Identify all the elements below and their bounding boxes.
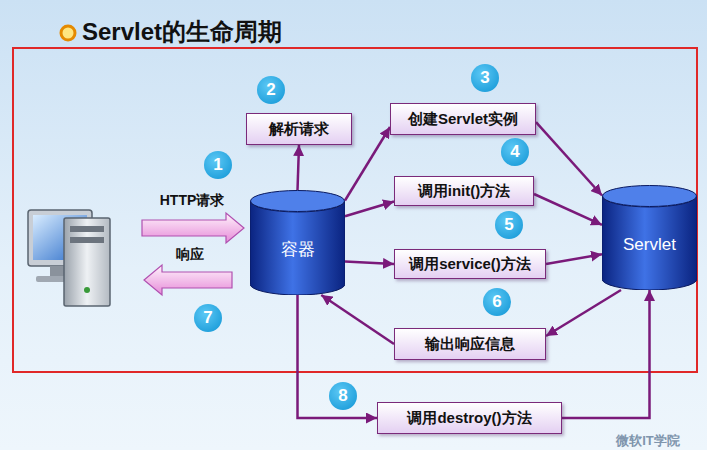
connector-arrow — [562, 290, 650, 418]
frame — [13, 48, 697, 372]
drive-slot — [70, 226, 104, 232]
box-label: 解析请求 — [269, 120, 329, 139]
connector-arrow — [534, 194, 602, 225]
cylinder-body — [602, 196, 697, 290]
callout-circle: 7 — [194, 304, 222, 332]
callout-circle: 5 — [495, 211, 523, 239]
callout-number: 2 — [266, 80, 275, 100]
callout-number: 4 — [510, 142, 519, 162]
process-box: 解析请求 — [246, 113, 352, 145]
connector-arrow — [536, 122, 602, 195]
watermark: 微软IT学院 — [616, 433, 680, 448]
process-box: 调用init()方法 — [394, 176, 534, 206]
watermark-box: 微软IT学院 — [616, 431, 680, 450]
arrow-label-box: HTTP请求 — [160, 191, 225, 210]
response-arrow — [144, 265, 232, 295]
cylinder-label: Servlet — [623, 235, 676, 255]
box-label: 调用destroy()方法 — [407, 409, 531, 428]
arrow-label-box: 响应 — [176, 245, 204, 264]
callout-number: 6 — [492, 292, 501, 312]
box-label: 调用service()方法 — [409, 255, 531, 274]
callout-number: 5 — [504, 215, 513, 235]
arrow-label: 响应 — [176, 246, 204, 262]
connector-arrow — [298, 145, 300, 190]
cylinder-body — [250, 201, 345, 295]
arrow-label: HTTP请求 — [160, 192, 225, 208]
callout-number: 3 — [480, 68, 489, 88]
connector-arrow — [298, 295, 378, 418]
title: Servlet的生命周期 — [82, 16, 282, 48]
connector-arrow — [546, 290, 621, 336]
connector-arrow — [345, 261, 394, 264]
callout-number: 1 — [213, 155, 222, 175]
process-box: 调用destroy()方法 — [377, 402, 562, 434]
computer-icon — [28, 210, 110, 306]
drive-slot — [70, 237, 104, 243]
callout-number: 8 — [338, 386, 347, 406]
cylinder-top — [603, 186, 697, 207]
process-box: 输出响应信息 — [394, 328, 546, 360]
process-box: 创建Servlet实例 — [390, 103, 536, 135]
power-light — [84, 287, 90, 293]
callout-circle: 8 — [329, 382, 357, 410]
callout-number: 7 — [203, 308, 212, 328]
cylinder-node: Servlet — [602, 185, 697, 290]
connector-arrow — [321, 295, 394, 344]
connector-arrow — [546, 254, 602, 264]
callout-circle: 1 — [204, 151, 232, 179]
callout-circle: 3 — [471, 64, 499, 92]
box-label: 输出响应信息 — [425, 335, 515, 354]
cylinder-top — [251, 191, 345, 212]
process-box: 调用service()方法 — [394, 249, 546, 279]
cylinder-label: 容器 — [281, 238, 315, 261]
box-label: 调用init()方法 — [418, 182, 510, 201]
cylinder-node: 容器 — [250, 190, 345, 295]
callout-circle: 2 — [257, 76, 285, 104]
box-label: 创建Servlet实例 — [408, 110, 518, 129]
request-arrow — [142, 213, 244, 243]
title-bullet — [61, 26, 75, 40]
callout-circle: 4 — [501, 138, 529, 166]
callout-circle: 6 — [483, 288, 511, 316]
tower — [64, 218, 110, 306]
connector-arrow — [345, 202, 394, 217]
